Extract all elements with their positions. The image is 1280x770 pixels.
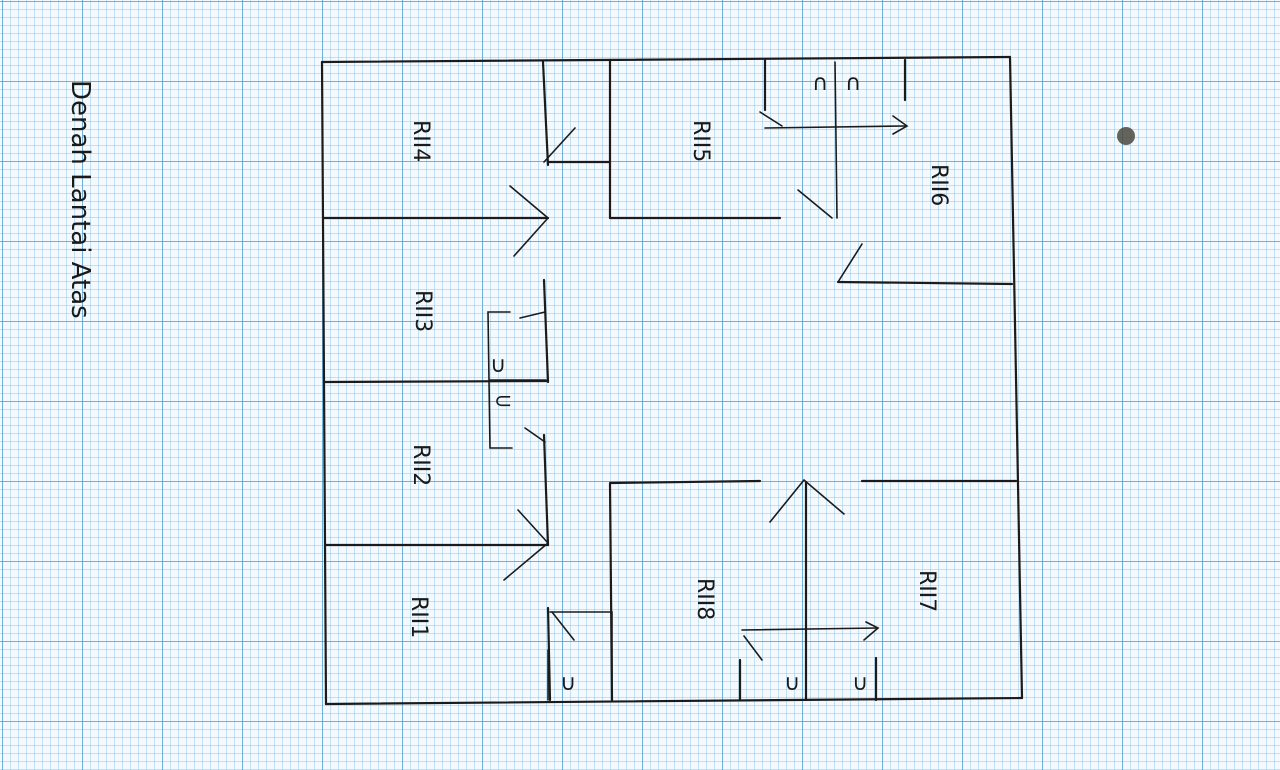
room-label: RII4 xyxy=(408,120,433,162)
left-wing-walls xyxy=(322,60,576,702)
outer-walls xyxy=(320,55,1024,706)
room-label: RII3 xyxy=(410,290,435,332)
plan-title: Denah Lantai Atas xyxy=(65,80,95,319)
bathroom-left-center xyxy=(487,311,547,449)
room-label: RII1 xyxy=(406,596,431,638)
bottom-right-walls xyxy=(608,478,1018,702)
bathroom-bottom-left xyxy=(547,611,613,701)
fixture-mark: ∪ xyxy=(852,671,868,696)
fixture-mark: ∩ xyxy=(812,71,828,96)
room-label: RII6 xyxy=(926,164,951,206)
room-label: RII5 xyxy=(688,120,713,162)
fixture-marks: ∩ ∩ ∪ ⊂ ∪ ∪ ∪ xyxy=(490,71,868,696)
fixture-mark: ∪ xyxy=(490,353,506,378)
fixture-mark: ⊂ xyxy=(494,389,512,414)
ink-smudge xyxy=(1117,127,1135,145)
fixture-mark: ∩ xyxy=(845,71,861,96)
top-right-walls xyxy=(546,58,1014,286)
room-label: RII7 xyxy=(914,570,939,612)
room-label: RII8 xyxy=(692,578,717,620)
room-labels: RII4 RII3 RII2 RII1 RII5 RII6 RII8 RII7 xyxy=(406,120,951,638)
fixture-mark: ∪ xyxy=(784,671,800,696)
room-label: RII2 xyxy=(408,444,433,486)
fixture-mark: ∪ xyxy=(560,671,576,696)
